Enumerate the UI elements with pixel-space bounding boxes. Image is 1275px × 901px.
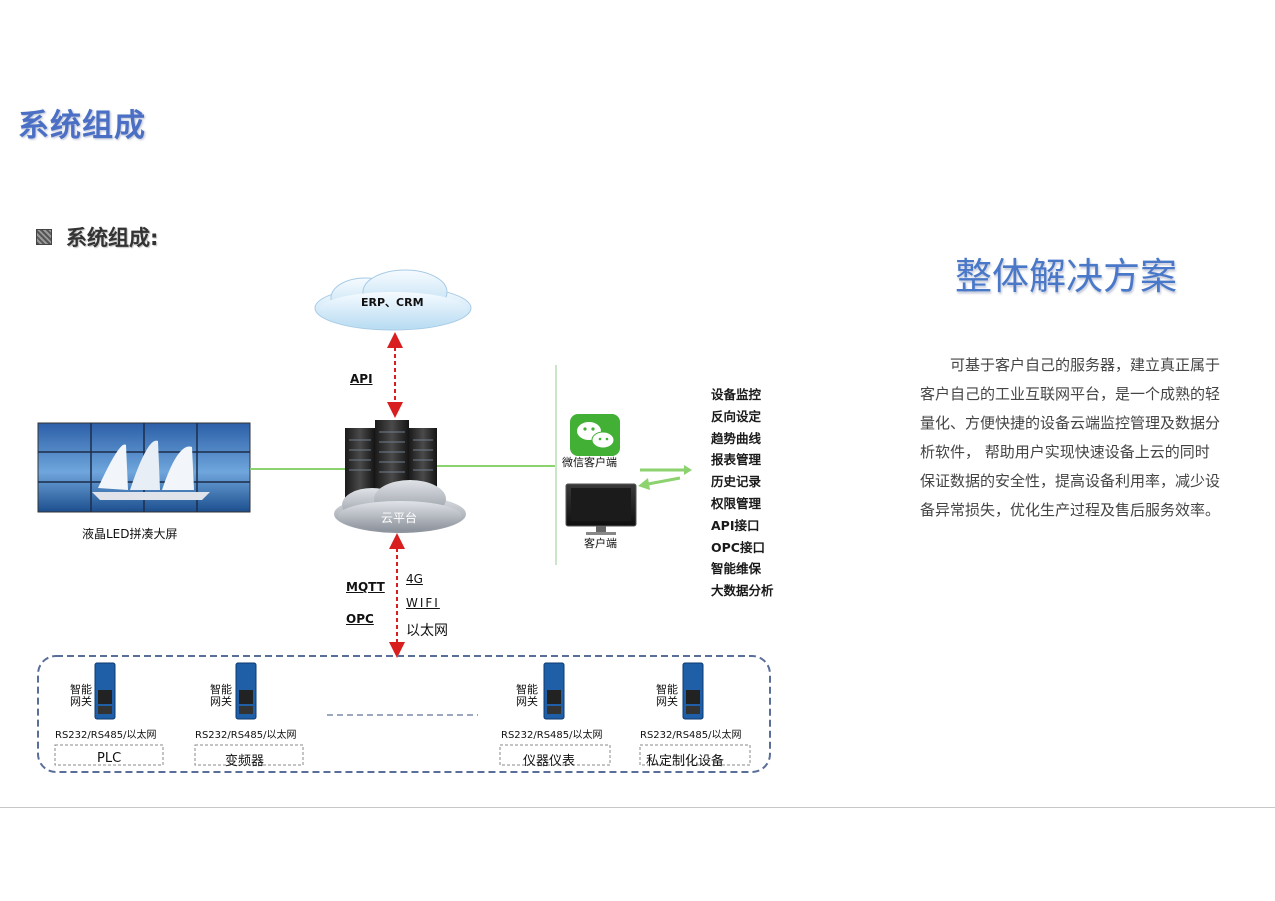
feature-item: 权限管理	[711, 495, 762, 511]
device-inverter: 变频器	[225, 754, 265, 769]
platform-cloud	[334, 480, 466, 533]
gateway-label-2a: 智能	[210, 683, 232, 696]
feature-item: 历史记录	[711, 474, 762, 490]
feature-item: API接口	[711, 517, 760, 533]
protocol-mqtt: MQTT	[346, 580, 385, 594]
gateway-device-3	[543, 662, 565, 720]
gateway-label-1a: 智能	[70, 683, 92, 696]
wechat-label: 微信客户端	[562, 456, 617, 469]
erp-cloud	[314, 269, 472, 331]
platform-label: 云平台	[381, 511, 418, 525]
erp-crm-label: ERP、CRM	[361, 296, 424, 309]
feature-item: 大数据分析	[711, 583, 774, 599]
feature-item: 智能维保	[711, 561, 762, 577]
gateway-device-2	[235, 662, 257, 720]
device-box-1	[54, 744, 164, 766]
gateway-label-3b: 网关	[516, 695, 538, 708]
protocol-opc: OPC	[346, 612, 374, 626]
feature-list: 设备监控 反向设定 趋势曲线 报表管理 历史记录 权限管理 API接口 OPC接…	[711, 384, 774, 602]
gateway-label-4a: 智能	[656, 683, 678, 696]
network-4g: 4G	[406, 572, 423, 586]
section-heading: 系统组成:	[36, 222, 158, 252]
device-custom: 私定制化设备	[646, 754, 725, 769]
device-box-4	[639, 744, 751, 766]
gateway-label-3a: 智能	[516, 683, 538, 696]
device-plc: PLC	[97, 751, 122, 766]
port-label-2: RS232/RS485/以太网	[195, 730, 297, 741]
gateway-label-1b: 网关	[70, 695, 92, 708]
feature-item: 设备监控	[711, 387, 762, 402]
client-label: 客户端	[584, 537, 617, 550]
feature-item: 趋势曲线	[711, 430, 762, 446]
gateway-device-1	[94, 662, 116, 720]
network-wifi: WIFI	[406, 596, 440, 610]
led-caption: 液晶LED拼凑大屏	[82, 527, 178, 541]
device-box-2	[194, 744, 304, 766]
feature-item: 反向设定	[711, 408, 762, 424]
port-label-3: RS232/RS485/以太网	[501, 730, 603, 741]
network-ethernet: 以太网	[406, 623, 448, 639]
api-label: API	[350, 372, 373, 386]
sync-arrows-icon	[638, 465, 692, 490]
page-title: 系统组成	[18, 108, 146, 144]
led-wall-image	[37, 422, 251, 513]
field-devices-box	[37, 655, 771, 773]
device-box-3	[499, 744, 611, 766]
feature-item: OPC接口	[711, 539, 765, 555]
footer-divider	[0, 807, 1275, 808]
wechat-icon	[570, 414, 620, 456]
port-label-4: RS232/RS485/以太网	[640, 730, 742, 741]
solution-description: 可基于客户自己的服务器，建立真正属于客户自己的工业互联网平台，是一个成熟的轻量化…	[920, 356, 1221, 519]
monitor-icon	[565, 483, 637, 535]
solution-title: 整体解决方案	[955, 255, 1177, 298]
port-label-1: RS232/RS485/以太网	[55, 730, 157, 741]
bullet-square-icon	[36, 229, 52, 245]
device-instrument: 仪器仪表	[523, 754, 576, 769]
gateway-label-4b: 网关	[656, 695, 678, 708]
section-heading-text: 系统组成:	[66, 226, 159, 250]
gateway-label-2b: 网关	[210, 695, 232, 708]
gateway-device-4	[682, 662, 704, 720]
feature-item: 报表管理	[711, 452, 762, 468]
